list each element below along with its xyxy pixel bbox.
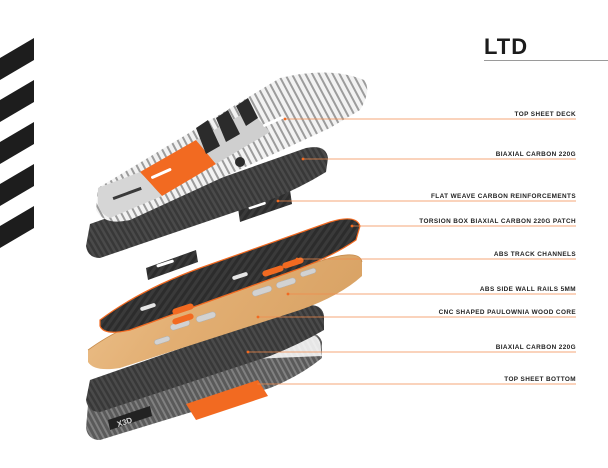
label-biaxial-carbon-top: BIAXIAL CARBON 220g (495, 151, 576, 158)
leader-lines (248, 118, 576, 385)
label-abs-track-channels: ABS TRACK CHANNELS (493, 251, 576, 258)
diagonal-stripes-icon (0, 38, 34, 248)
label-abs-side-wall-rails: ABS SIDE WALL RAILS 5mm (479, 286, 576, 293)
label-torsion-box-patch: TORSION BOX BIAXIAL CARBON 220g PATCH (419, 218, 576, 225)
label-top-sheet-deck: TOP SHEET DECK (514, 111, 576, 118)
layer-top-sheet-deck (96, 72, 368, 222)
label-wood-core: CNC SHAPED PAULOWNIA WOOD CORE (438, 309, 576, 316)
page-title: LTD (484, 34, 529, 59)
layer-flat-weave-reinforcements (146, 190, 292, 280)
label-top-sheet-bottom: TOP SHEET BOTTOM (504, 376, 576, 383)
label-biaxial-carbon-bottom: BIAXIAL CARBON 220g (495, 344, 576, 351)
title-divider (484, 60, 608, 61)
label-flat-weave-reinforcements: FLAT WEAVE CARBON REINFORCEMENTS (431, 193, 576, 200)
layer-biaxial-carbon-top (86, 147, 328, 258)
leader-dots (246, 117, 354, 386)
layer-biaxial-carbon-bottom (86, 305, 324, 412)
